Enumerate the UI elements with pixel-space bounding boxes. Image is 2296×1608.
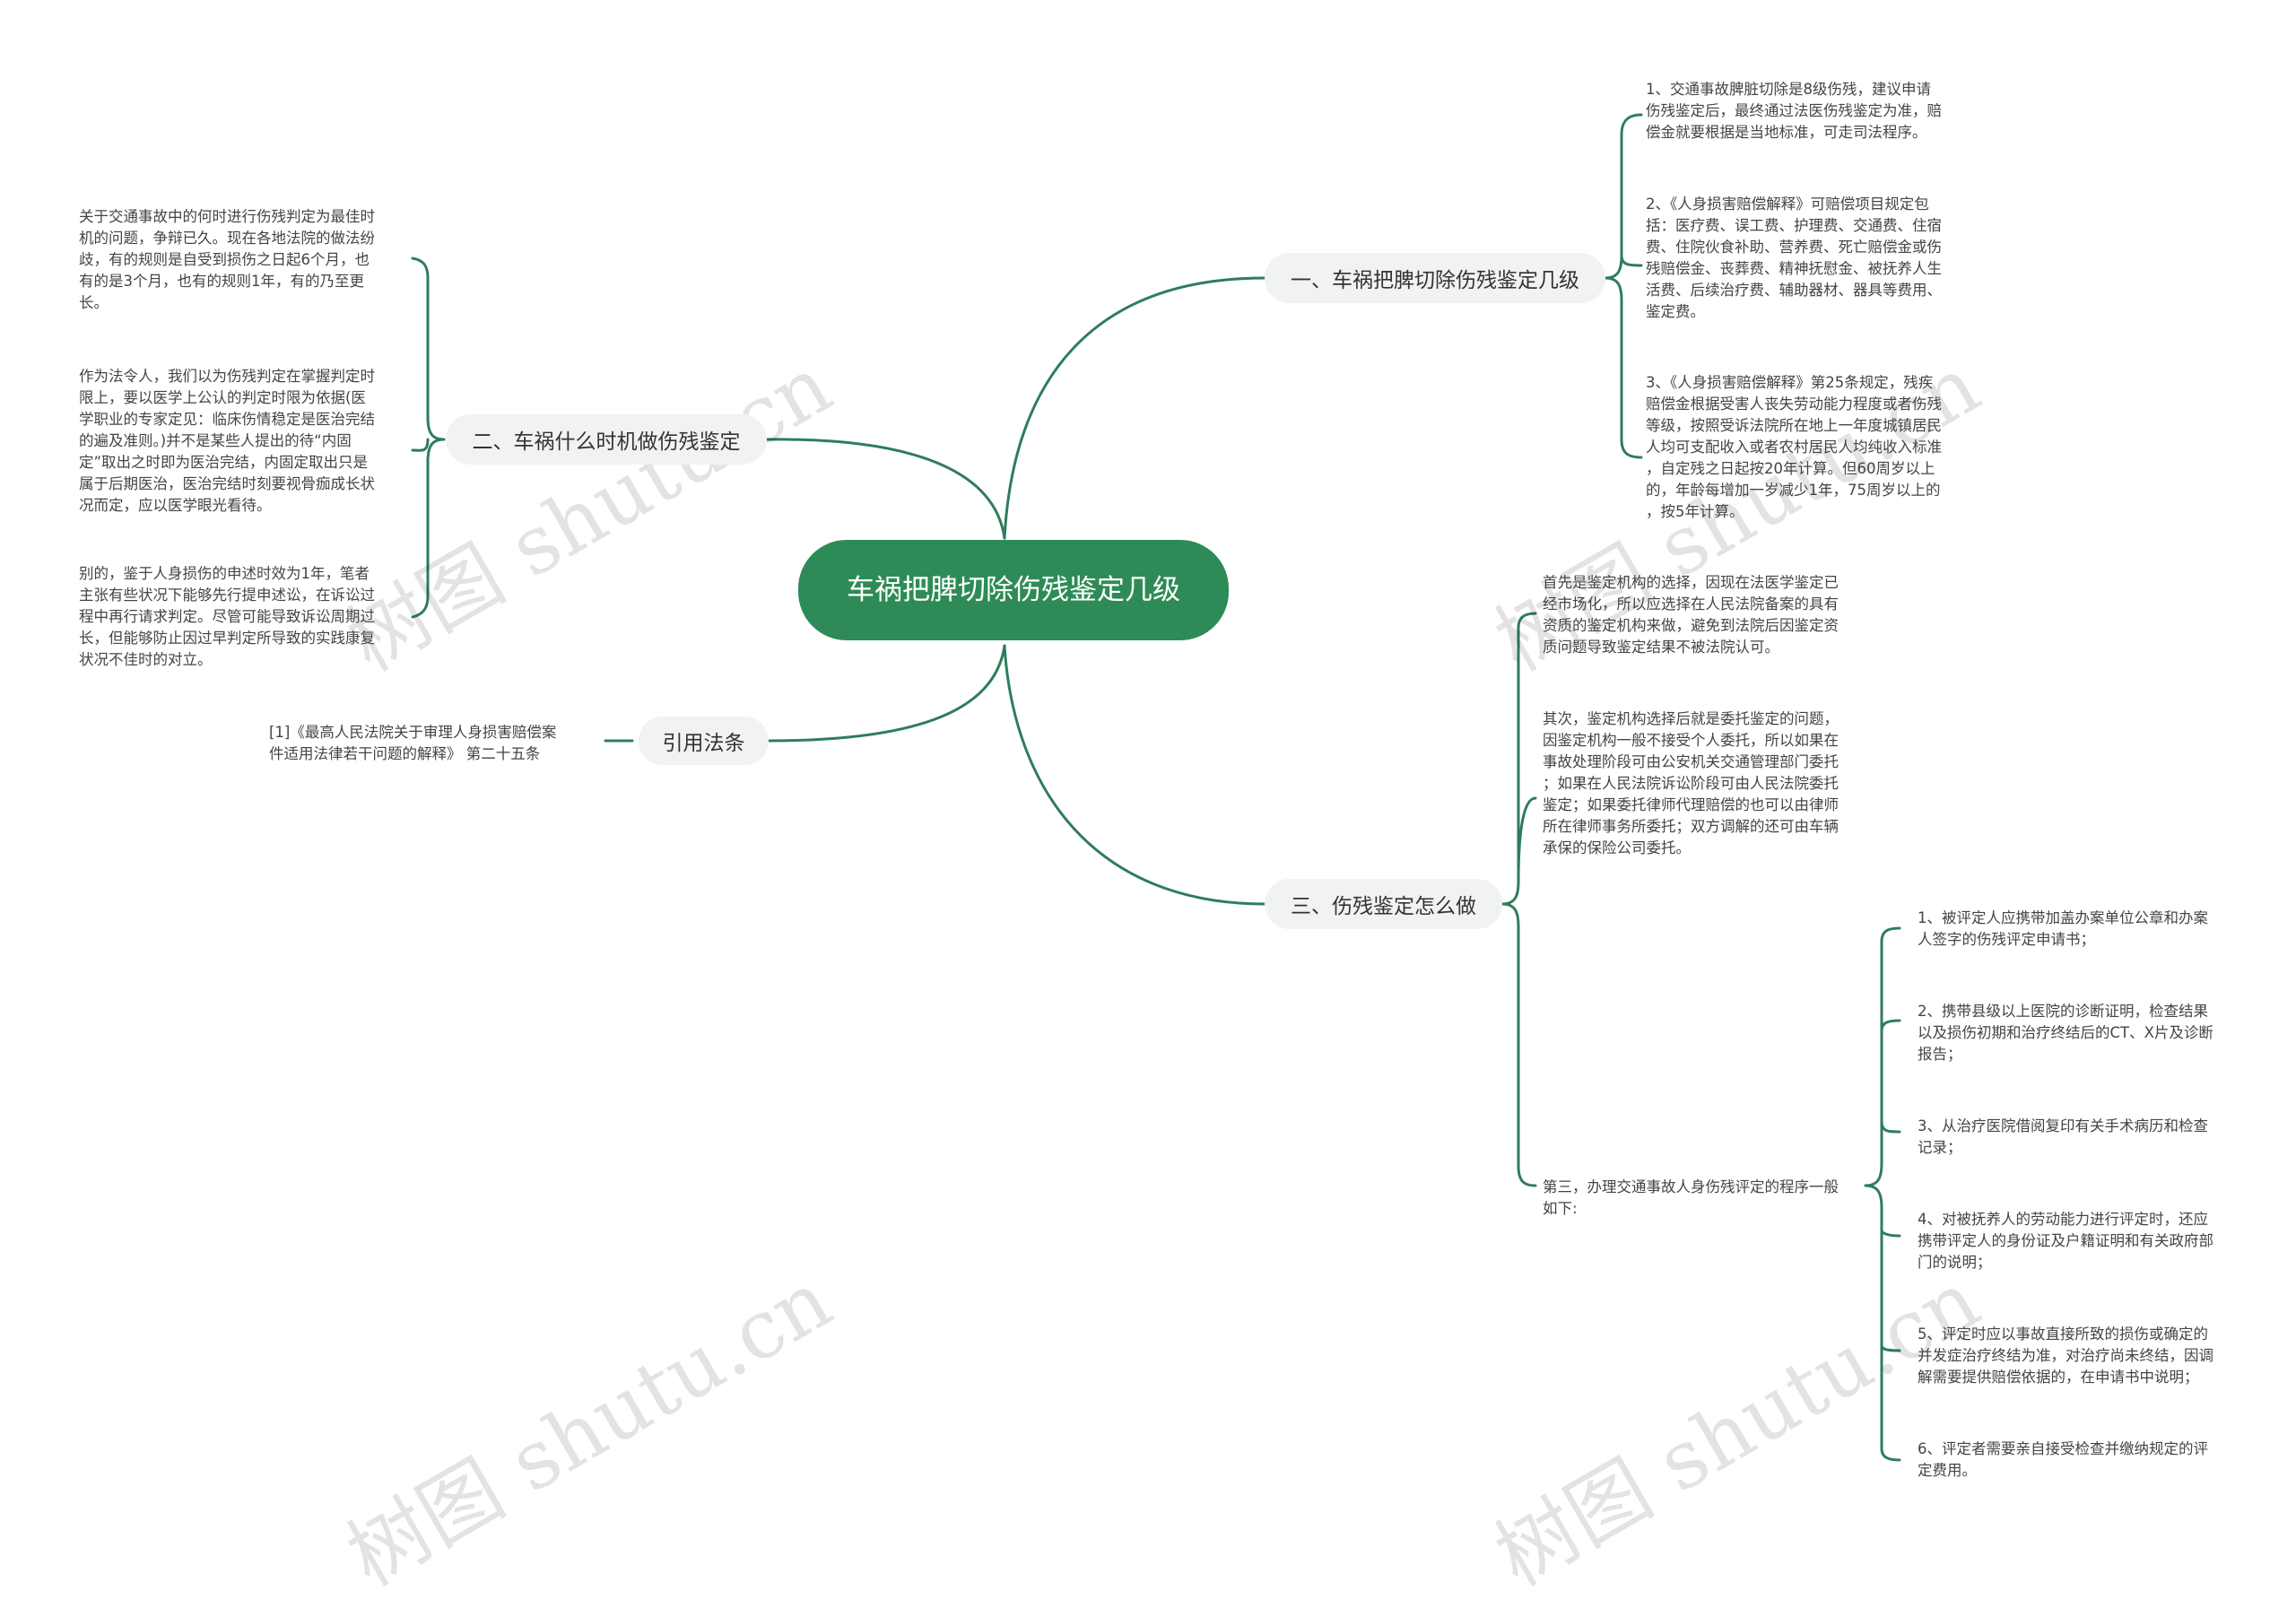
leaf-b2-2: 作为法令人，我们以为伤残判定在掌握判定时 限上，要以医学上公认的判定时限为依据(… bbox=[79, 368, 375, 514]
leaf-b3-3: 第三，办理交通事故人身伤残评定的程序一般 如下: bbox=[1543, 1178, 1839, 1217]
root-topic[interactable]: 车祸把脾切除伤残鉴定几级 bbox=[798, 540, 1229, 640]
leaf-b3-sub-4: 4、对被抚养人的劳动能力进行评定时，还应 携带评定人的身份证及户籍证明和有关政府… bbox=[1918, 1211, 2213, 1271]
connector-lines bbox=[411, 113, 1901, 1462]
leaf-b3-sub-5: 5、评定时应以事故直接所致的损伤或确定的 并发症治疗终结为准，对治疗尚未终结，因… bbox=[1918, 1326, 2213, 1386]
bracket-b1 bbox=[1604, 113, 1643, 459]
leaf-b1-3: 3、《人身损害赔偿解释》第25条规定，残疾 赔偿金根据受害人丧失劳动能力程度或者… bbox=[1646, 374, 1942, 520]
leaf-b3-1: 首先是鉴定机构的选择，因现在法医学鉴定已 经市场化，所以应选择在人民法院备案的具… bbox=[1543, 574, 1839, 656]
branch-node-3[interactable]: 三、伤残鉴定怎么做 bbox=[1265, 879, 1502, 929]
leaf-b3-2: 其次，鉴定机构选择后就是委托鉴定的问题， 因鉴定机构一般不接受个人委托，所以如果… bbox=[1543, 710, 1839, 856]
leaf-b1-1: 1、交通事故脾脏切除是8级伤残，建议申请 伤残鉴定后，最终通过法医伤残鉴定为准，… bbox=[1646, 81, 1942, 141]
connector-root-b4 bbox=[765, 644, 1006, 743]
leaf-b1-2: 2、《人身损害赔偿解释》可赔偿项目规定包 括：医疗费、误工费、护理费、交通费、住… bbox=[1646, 196, 1942, 320]
leaf-b3-sub-3: 3、从治疗医院借阅复印有关手术病历和检查 记录； bbox=[1918, 1117, 2208, 1156]
leaf-b3-sub-6: 6、评定者需要亲自接受检查并缴纳规定的评 定费用。 bbox=[1918, 1440, 2208, 1479]
branch-node-1[interactable]: 一、车祸把脾切除伤残鉴定几级 bbox=[1265, 253, 1605, 303]
branch-node-4[interactable]: 引用法条 bbox=[639, 717, 769, 765]
leaf-b3-sub-2: 2、携带县级以上医院的诊断证明，检查结果 以及损伤初期和治疗终结后的CT、X片及… bbox=[1918, 1003, 2213, 1063]
bracket-b3-sub bbox=[1864, 926, 1901, 1462]
connector-root-b3 bbox=[1003, 644, 1266, 906]
leaf-b4-1: [1]《最高人民法院关于审理人身损害赔偿案 件适用法律若干问题的解释》 第二十五… bbox=[269, 724, 557, 762]
mind-map-canvas: 树图 shutu.cn 树图 shutu.cn 树图 shutu.cn 树图 s… bbox=[79, 81, 2213, 1604]
branch-node-2[interactable]: 二、车祸什么时机做伤残鉴定 bbox=[446, 414, 767, 465]
connector-root-b2 bbox=[765, 438, 1006, 540]
bracket-b2 bbox=[411, 256, 446, 619]
leaf-b2-3: 别的，鉴于人身损伤的申述时效为1年，笔者 主张有些状况下能够先行提申述讼，在诉讼… bbox=[79, 565, 375, 668]
connector-root-b1 bbox=[1003, 276, 1266, 540]
leaf-b3-sub-1: 1、被评定人应携带加盖办案单位公章和办案 人签字的伤残评定申请书； bbox=[1918, 909, 2208, 948]
leaf-b2-1: 关于交通事故中的何时进行伤残判定为最佳时 机的问题，争辩已久。现在各地法院的做法… bbox=[79, 208, 375, 311]
bracket-b3 bbox=[1500, 612, 1537, 1187]
